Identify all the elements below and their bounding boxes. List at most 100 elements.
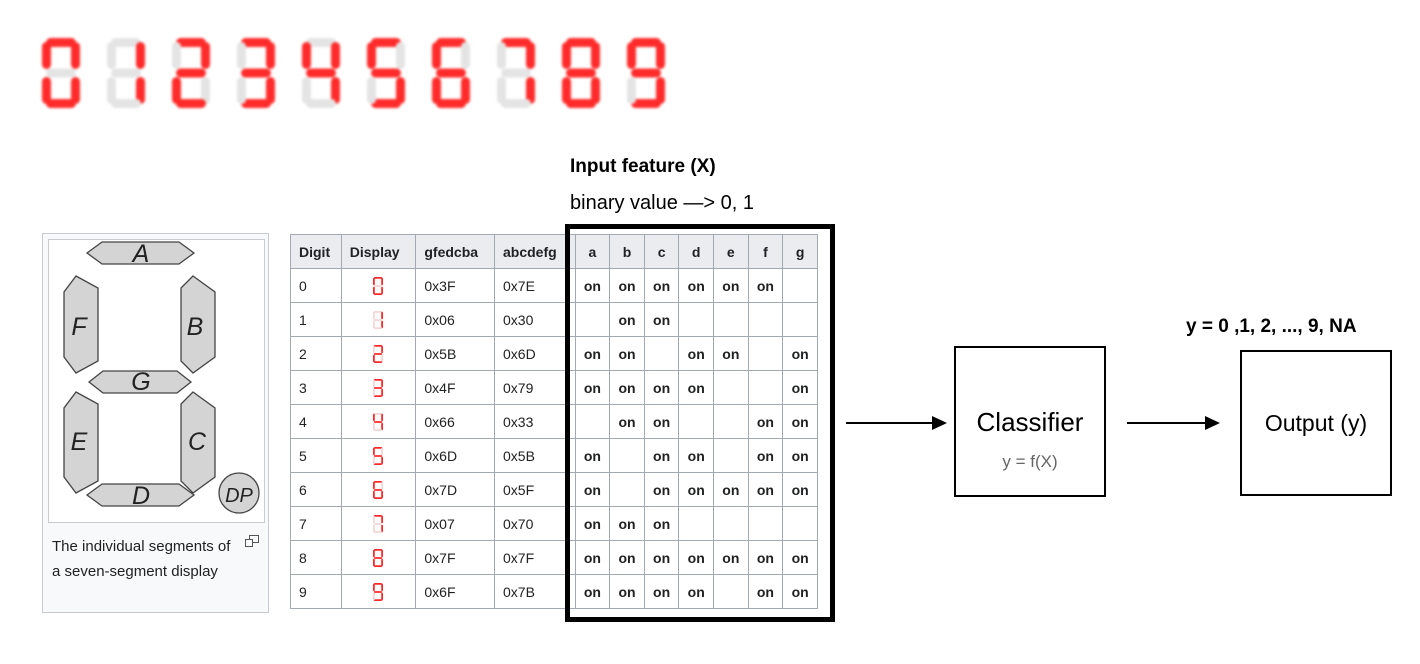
col-header-digit: Digit	[290, 234, 342, 269]
display-digit-9-segment-e	[372, 592, 375, 600]
display-digit-4-segment-c	[380, 422, 383, 430]
strip-digit-0-segment-e	[42, 77, 51, 104]
display-cell	[340, 472, 417, 507]
strip-digit-6-segment-c	[461, 77, 470, 104]
strip-digit-4-segment-a	[306, 38, 336, 47]
digit-cell: 8	[290, 540, 342, 575]
strip-digit-5	[367, 38, 405, 108]
strip-digit-4-segment-f	[302, 42, 311, 69]
abcdefg-cell: 0x7B	[494, 574, 576, 609]
col-header-g: g	[782, 234, 818, 269]
abcdefg-cell: 0x70	[494, 506, 576, 541]
gfedcba-cell: 0x07	[415, 506, 495, 541]
display-digit-icon	[372, 514, 383, 533]
display-digit-2-segment-g	[373, 352, 382, 355]
strip-digit-0-segment-a	[46, 38, 76, 47]
input-feature-subtitle: binary value —> 0, 1	[570, 192, 754, 214]
display-digit-9-segment-a	[373, 582, 382, 585]
display-digit-7-segment-d	[373, 530, 382, 533]
arrow-to-classifier-icon	[846, 416, 947, 430]
strip-digit-8-segment-d	[566, 99, 596, 108]
display-digit-0-segment-a	[373, 276, 382, 279]
enlarge-icon[interactable]	[245, 534, 259, 552]
strip-digit-2-segment-d	[176, 99, 206, 108]
display-digit-2-segment-b	[380, 345, 383, 353]
gfedcba-cell: 0x7F	[415, 540, 495, 575]
strip-digit-9-segment-f	[627, 42, 636, 69]
strip-digit-8-segment-g	[566, 68, 596, 78]
strip-digit-3-segment-b	[266, 42, 275, 69]
strip-digit-2-segment-b	[201, 42, 210, 69]
infobox-caption: The individual segments of a seven-segme…	[52, 538, 231, 580]
display-digit-0-segment-c	[380, 286, 383, 294]
digits-strip	[30, 28, 690, 120]
strip-digit-5-segment-g	[371, 68, 401, 78]
segment-label-d: D	[132, 482, 150, 510]
gfedcba-cell: 0x3F	[415, 268, 495, 303]
segment-g-cell	[782, 506, 818, 541]
segment-f-cell: on	[747, 574, 784, 609]
display-cell	[340, 438, 417, 473]
display-digit-6-segment-f	[372, 481, 375, 489]
segment-e-cell: on	[713, 336, 749, 371]
strip-digit-4-segment-d	[306, 99, 336, 108]
segment-d-cell	[678, 506, 715, 541]
display-digit-4-segment-f	[372, 413, 375, 421]
abcdefg-cell: 0x7F	[494, 540, 576, 575]
display-digit-icon	[372, 378, 383, 397]
display-digit-5-segment-d	[373, 462, 382, 465]
strip-digit-4-segment-e	[302, 77, 311, 104]
display-digit-5-segment-f	[372, 447, 375, 455]
digit-cell: 2	[290, 336, 342, 371]
strip-digit-2-segment-f	[172, 42, 181, 69]
strip-digit-6-segment-d	[436, 99, 466, 108]
display-digit-3-segment-f	[372, 379, 375, 387]
display-cell	[340, 506, 417, 541]
segment-dp-shape	[218, 472, 260, 514]
strip-digit-2-segment-g	[176, 68, 206, 78]
segment-label-e: E	[71, 428, 88, 456]
display-digit-3-segment-d	[373, 394, 382, 397]
strip-digit-2-segment-a	[176, 38, 206, 47]
display-digit-0-segment-b	[380, 277, 383, 285]
segment-g-cell: on	[782, 574, 818, 609]
strip-digit-9-segment-a	[631, 38, 661, 47]
display-digit-5-segment-g	[373, 454, 382, 457]
segment-c-cell: on	[643, 574, 680, 609]
strip-digit-4-segment-g	[306, 68, 336, 78]
strip-digit-1-segment-e	[107, 77, 116, 104]
display-digit-8-segment-e	[372, 558, 375, 566]
display-cell	[340, 336, 417, 371]
display-digit-icon	[372, 310, 383, 329]
segment-e-cell	[713, 574, 749, 609]
classifier-formula: y = f(X)	[1002, 452, 1058, 471]
strip-digit-0-segment-g	[46, 68, 76, 78]
output-values-label: y = 0 ,1, 2, ..., 9, NA	[1186, 316, 1357, 337]
segment-g-cell: on	[782, 336, 818, 371]
display-digit-9-segment-f	[372, 583, 375, 591]
segment-label-f: F	[71, 313, 88, 341]
strip-digit-0-segment-b	[71, 42, 80, 69]
strip-digit-3-segment-c	[266, 77, 275, 104]
display-cell	[340, 540, 417, 575]
segment-label-c: C	[188, 428, 207, 456]
display-digit-3-segment-g	[373, 386, 382, 389]
segment-b-shape	[180, 275, 216, 374]
display-digit-icon	[372, 446, 383, 465]
strip-digit-0-segment-c	[71, 77, 80, 104]
display-digit-icon	[372, 548, 383, 567]
strip-digit-4-segment-b	[331, 42, 340, 69]
gfedcba-cell: 0x6F	[415, 574, 495, 609]
segment-d-cell	[678, 404, 715, 439]
display-digit-icon	[372, 344, 383, 363]
digit-cell: 5	[290, 438, 342, 473]
segment-e-cell: on	[713, 472, 749, 507]
segment-d-cell: on	[678, 370, 715, 405]
segment-f-cell: on	[747, 268, 784, 303]
strip-digit-3-segment-d	[241, 99, 271, 108]
display-digit-7-segment-c	[380, 524, 383, 532]
strip-digit-9	[627, 38, 665, 108]
display-digit-9-segment-g	[373, 590, 382, 593]
